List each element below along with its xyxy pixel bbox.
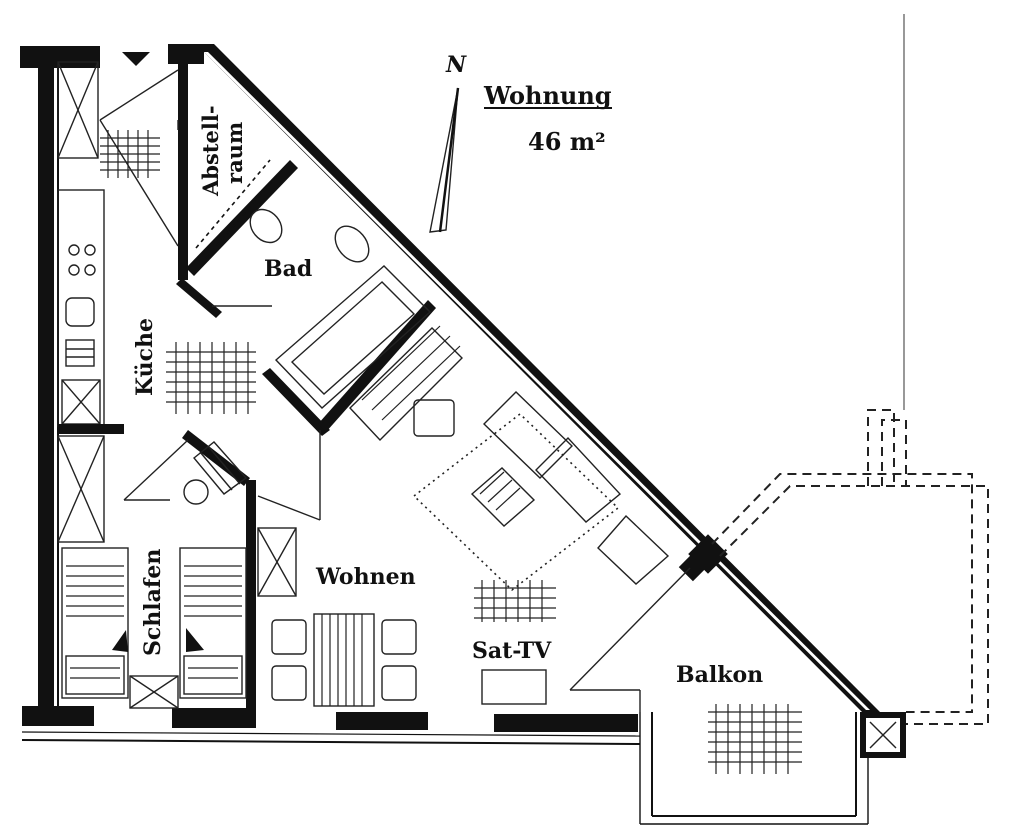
armchair-icon (597, 514, 670, 585)
abstellraum-area (99, 52, 283, 259)
wohnen-furniture (257, 325, 691, 712)
bathtub-icon (274, 265, 432, 409)
floor-hatch-markers (100, 130, 802, 774)
room-label-schlafen: Schlafen (140, 549, 166, 656)
washbasin-icon (334, 225, 370, 263)
bottom-wall-center (336, 712, 428, 730)
apartment-name: Wohnung (483, 81, 612, 110)
chair-icon (413, 399, 455, 437)
compass-needle-icon (429, 87, 459, 233)
stove-burner-icon (68, 244, 80, 256)
left-wall (38, 48, 54, 708)
hatch-wohnen (474, 580, 556, 622)
sink-icon (65, 297, 95, 327)
kitchen-counter (57, 189, 105, 427)
bad-fixtures (249, 208, 432, 409)
room-label-abstellraum-line1: Abstell- (198, 105, 223, 197)
tv-stand (481, 669, 547, 705)
toilet-icon (249, 208, 283, 244)
bottom-wall-left (22, 706, 94, 726)
room-label-kueche: Küche (132, 318, 158, 396)
hatch-kueche (166, 342, 256, 414)
room-label-sat-tv: Sat-TV (472, 638, 552, 664)
chair-icon (381, 619, 417, 655)
balkon-area (639, 14, 989, 825)
top-abstell-wall (168, 44, 204, 64)
stove-burner-icon (84, 244, 96, 256)
neighbor-balcony-outline (711, 473, 973, 713)
left-window-frames (57, 61, 105, 543)
beds (61, 547, 247, 709)
chair-icon (381, 665, 417, 701)
bed-right (179, 547, 247, 699)
kueche-schlafen-misc (123, 305, 321, 521)
bottom-wall-right (494, 714, 638, 732)
stove-burner-icon (68, 264, 80, 276)
pillow-marker-icon (186, 628, 204, 652)
hatch-abstell (100, 130, 160, 178)
apartment-area: 46 m² (528, 127, 606, 156)
armchair-icon (483, 391, 573, 479)
dining-table (313, 613, 375, 707)
room-labels: Abstell- raum Bad Küche Schlafen Wohnen … (132, 105, 763, 688)
room-label-abstellraum-line2: raum (222, 122, 247, 184)
north-arrow: N (429, 52, 467, 233)
balkon-door-post (688, 534, 728, 574)
compass-north-label: N (445, 52, 467, 78)
hatch-balkon (708, 704, 802, 774)
rug (412, 412, 620, 592)
chair-icon (271, 619, 307, 655)
top-left-wall-cap (20, 46, 100, 68)
chair-icon (271, 665, 307, 701)
desk-icon (349, 327, 463, 442)
stove-burner-icon (84, 264, 96, 276)
pillow-marker-icon (112, 630, 128, 652)
room-label-balkon: Balkon (676, 662, 763, 688)
room-label-bad: Bad (264, 256, 312, 282)
round-table-icon (183, 479, 209, 505)
bed-left (61, 547, 129, 699)
apartment-title: Wohnung 46 m² (483, 81, 612, 156)
coffee-table (470, 467, 536, 527)
room-label-wohnen: Wohnen (315, 564, 416, 590)
bottom-wall-mid (172, 708, 256, 728)
sofa-icon (535, 436, 622, 523)
arrow-down-icon (122, 52, 150, 66)
